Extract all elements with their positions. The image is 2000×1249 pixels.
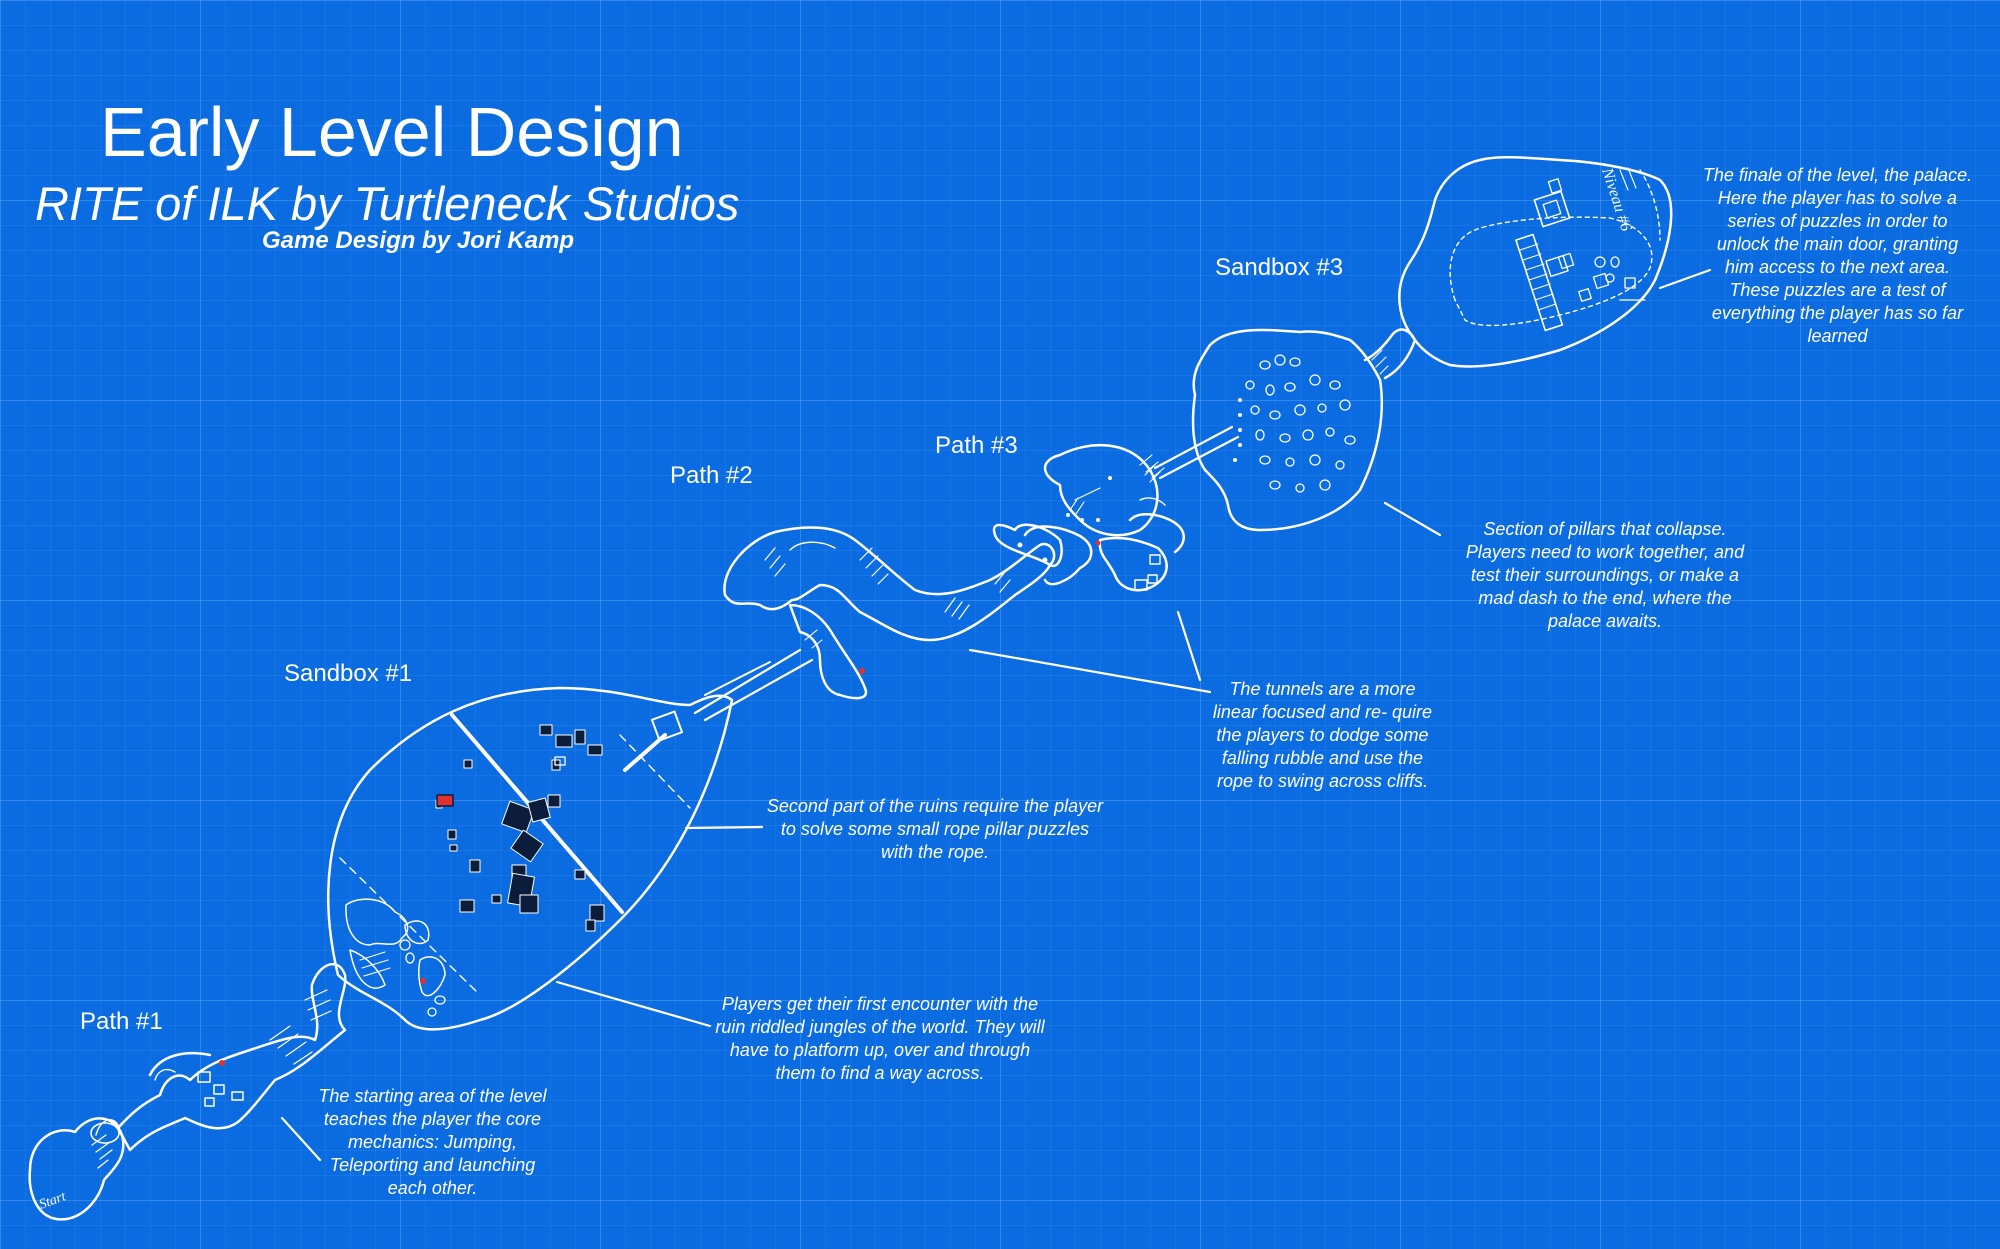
note-pillars: Section of pillars that collapse. Player… bbox=[1465, 519, 1745, 631]
label-sandbox1: Sandbox #1 bbox=[284, 660, 413, 687]
note-start-area: The starting area of the level teaches t… bbox=[318, 1086, 547, 1198]
page-title: Early Level Design bbox=[100, 93, 684, 171]
path3-area bbox=[994, 427, 1238, 590]
sandbox1-area bbox=[328, 650, 812, 1029]
label-path3: Path #3 bbox=[935, 432, 1018, 459]
label-path1: Path #1 bbox=[80, 1008, 163, 1035]
label-path2: Path #2 bbox=[670, 462, 753, 489]
note-first-encounter: Players get their first encounter with t… bbox=[715, 994, 1045, 1083]
start-text: Start bbox=[37, 1189, 69, 1213]
label-sandbox3: Sandbox #3 bbox=[1215, 254, 1344, 281]
start-area: Start bbox=[30, 1118, 124, 1219]
sandbox3-area bbox=[1193, 330, 1415, 530]
palace-area: Niveau #6 bbox=[1399, 157, 1671, 366]
path1-area bbox=[91, 964, 345, 1150]
page-byline: Game Design by Jori Kamp bbox=[262, 227, 575, 254]
page-subtitle: RITE of ILK by Turtleneck Studios bbox=[35, 177, 740, 230]
note-ruins-part2: Second part of the ruins require the pla… bbox=[766, 796, 1104, 862]
leader-lines bbox=[282, 270, 1710, 1160]
niveau-text: Niveau #6 bbox=[1598, 165, 1635, 233]
note-tunnels: The tunnels are a more linear focused an… bbox=[1212, 679, 1433, 791]
note-finale: The finale of the level, the palace. Her… bbox=[1702, 165, 1973, 346]
path2-area bbox=[724, 527, 1054, 698]
